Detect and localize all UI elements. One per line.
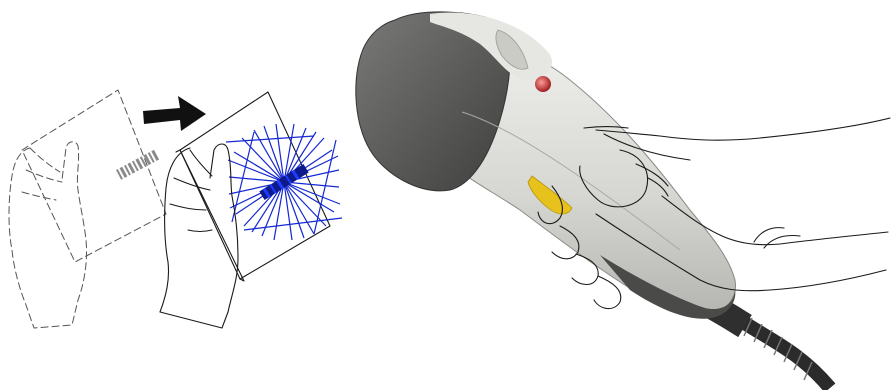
right-arrow-icon <box>143 96 206 131</box>
laser-scan-pattern <box>226 124 342 240</box>
status-led-icon <box>535 76 551 92</box>
hand-during-scan <box>160 92 342 328</box>
handheld-scanner <box>356 12 830 388</box>
hand-before-scan <box>9 90 166 328</box>
barcode-icon <box>116 150 159 180</box>
